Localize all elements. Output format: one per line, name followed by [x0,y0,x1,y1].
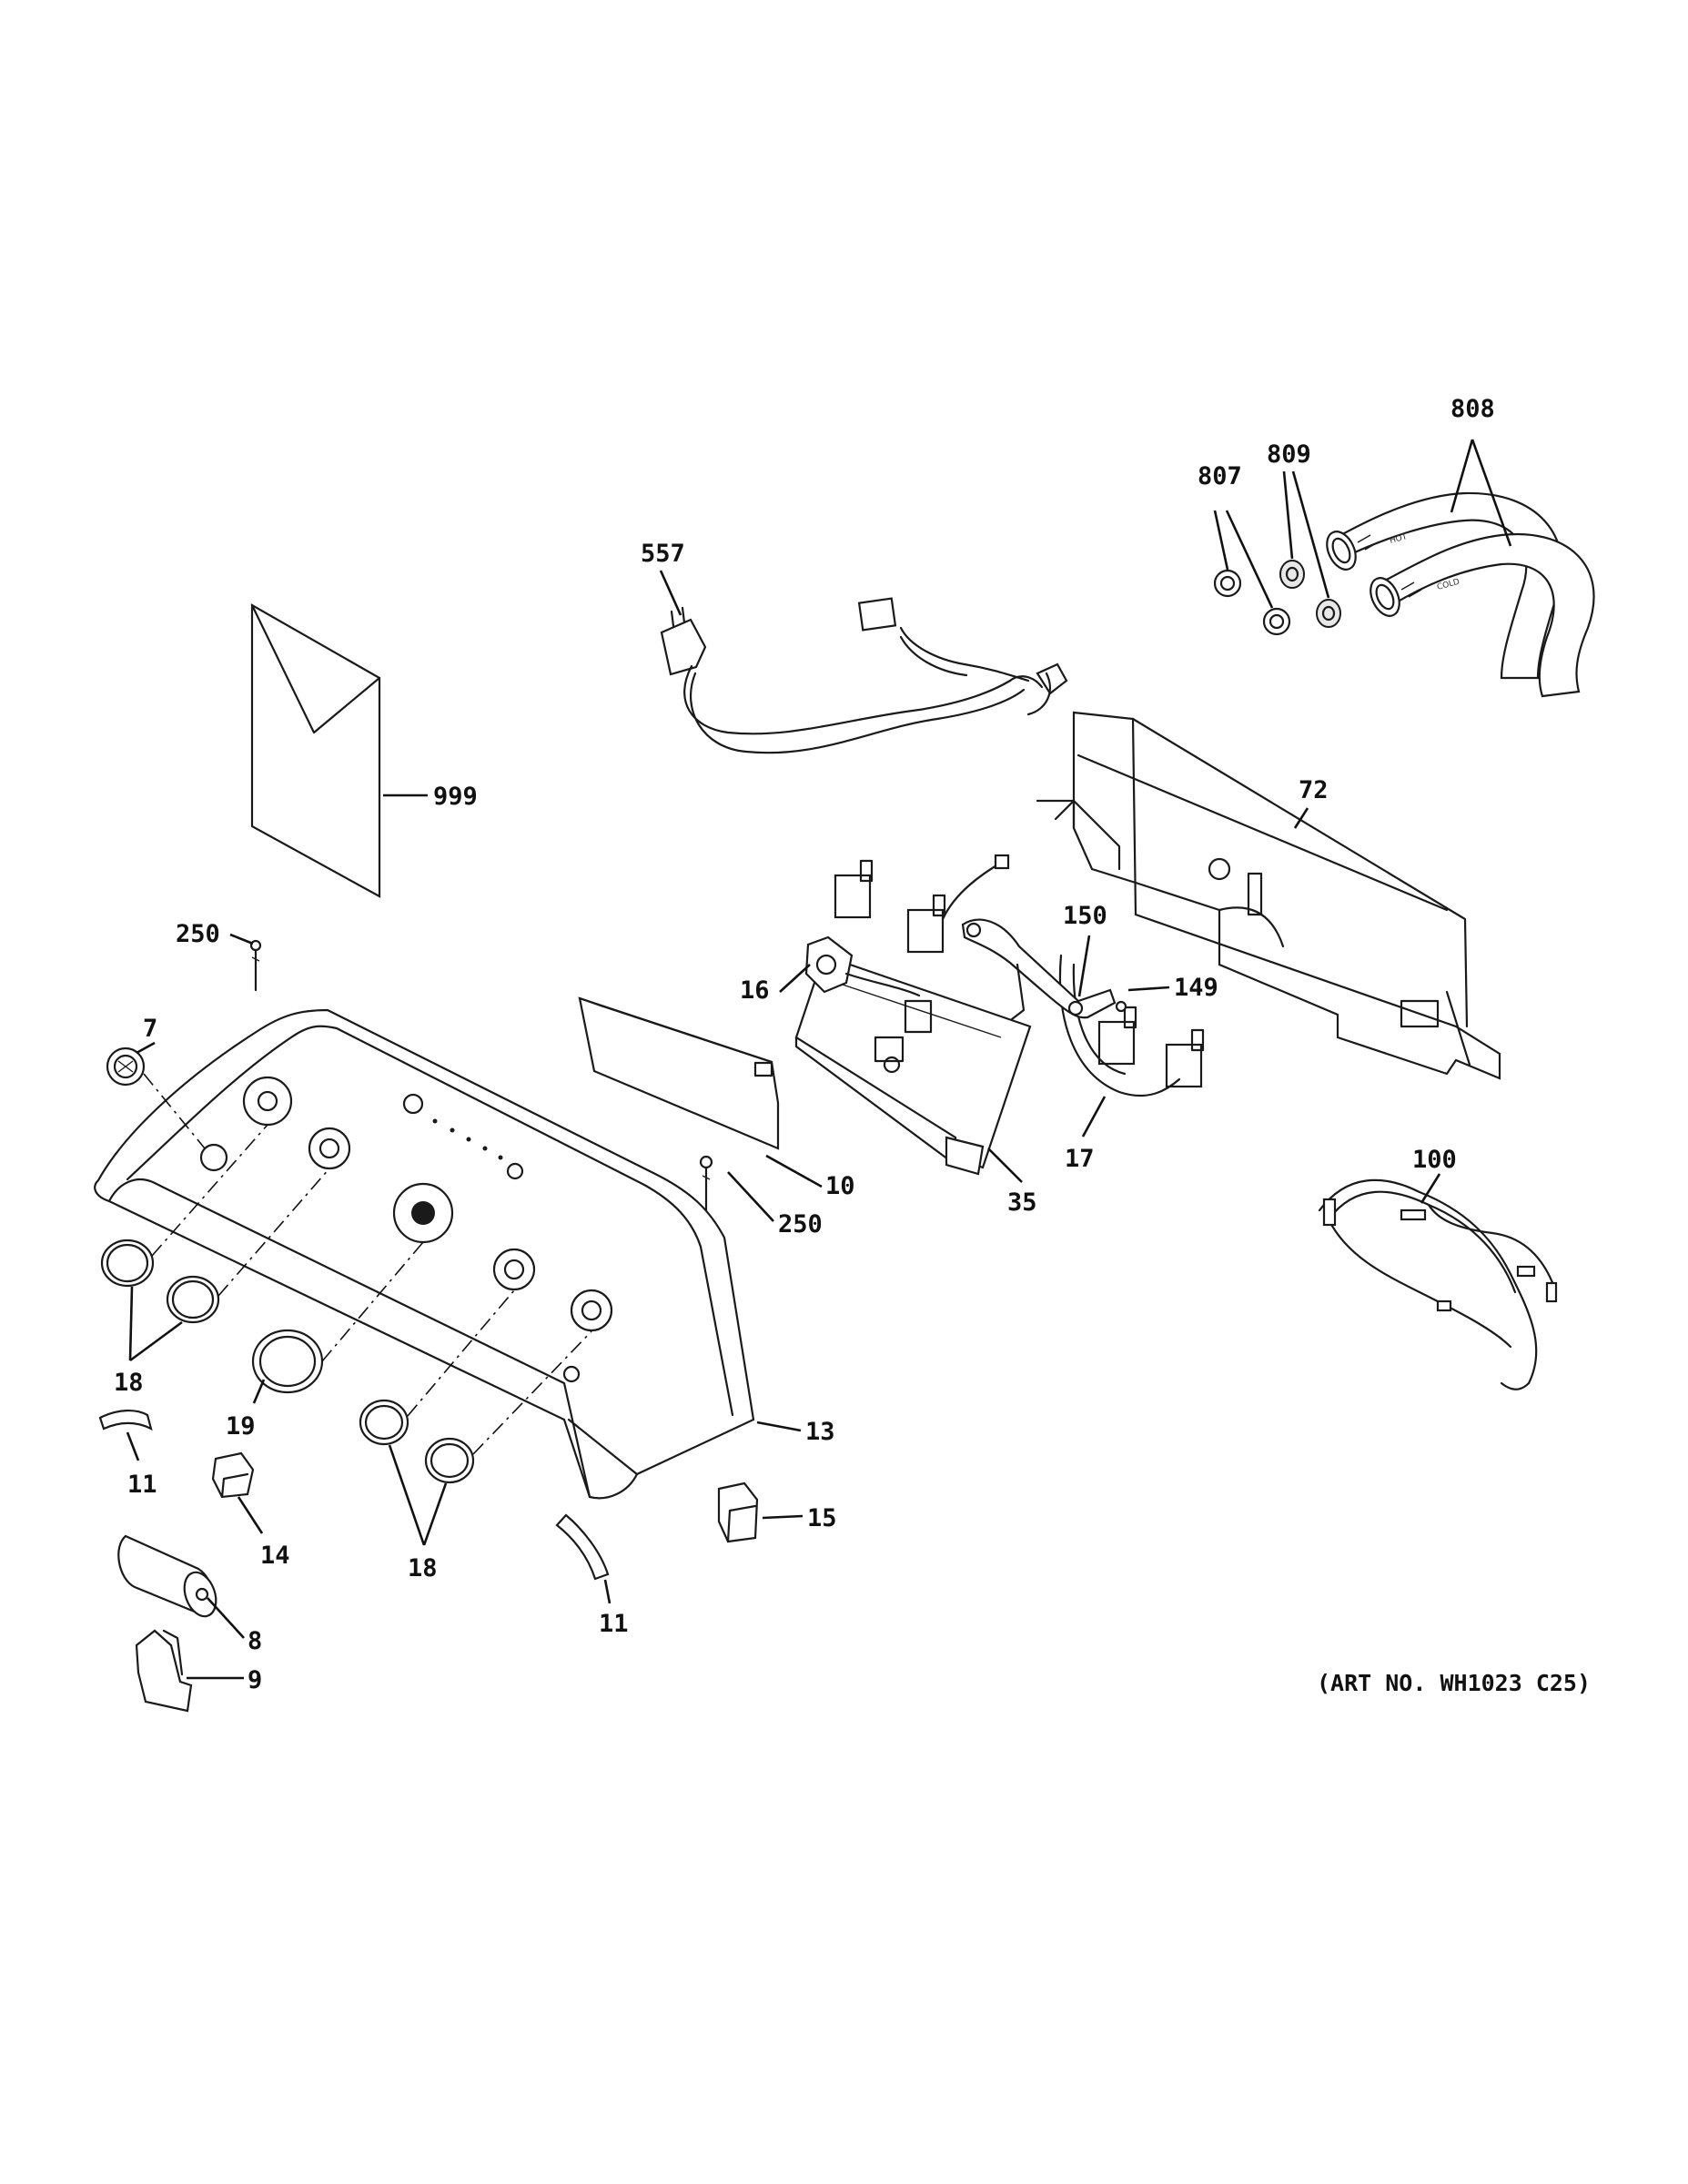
callout-35: 35 [1007,1188,1037,1217]
hot-hose-label: HOT [1389,532,1409,546]
part-15-clip [717,1481,759,1543]
callout-17: 17 [1065,1145,1095,1173]
callout-10: 10 [825,1172,855,1200]
callout-557: 557 [641,540,685,568]
callout-7: 7 [143,1015,157,1043]
art-number: (ART NO. WH1023 C25) [1317,1670,1591,1696]
part-11-trim-left [98,1410,153,1431]
part-557-power-cord [660,597,1068,754]
callout-14: 14 [260,1542,290,1570]
part-13-control-panel [94,1008,755,1500]
part-11-trim-right [555,1513,610,1581]
part-19-main-knob [251,1329,324,1394]
part-7-cap [106,1046,146,1087]
callout-18-right: 18 [408,1554,438,1582]
callout-150: 150 [1063,902,1107,930]
part-807-washers [1213,569,1291,636]
callout-149: 149 [1174,974,1218,1002]
callout-19: 19 [226,1412,256,1441]
part-250-screw-bottom [699,1155,713,1215]
callout-9: 9 [248,1666,262,1694]
part-9-bracket [135,1629,193,1713]
callout-100: 100 [1412,1146,1457,1174]
callout-250-bottom: 250 [778,1210,823,1239]
callout-18-left: 18 [114,1369,144,1397]
callout-807: 807 [1198,462,1242,490]
part-100-wire-harness [1318,1178,1558,1390]
callout-11-left: 11 [127,1471,157,1499]
part-72-bracket [1036,711,1501,1080]
part-16-connector [804,935,921,997]
part-149-screw [1115,1000,1127,1013]
part-150-linkage [961,918,1117,1021]
part-10-cover [578,996,780,1150]
callout-999: 999 [433,783,478,811]
part-250-screw-top [249,939,262,992]
part-14-clip [211,1451,255,1499]
callout-11-right: 11 [599,1610,629,1638]
part-809-screens [1279,560,1341,628]
part-8-capacitor [117,1534,217,1618]
part-18-knobs-left [100,1239,220,1324]
callout-250-top: 250 [176,920,220,948]
part-808-fill-hoses: HOT COLD [1326,491,1595,698]
callout-8: 8 [248,1627,262,1655]
part-999-literature [250,603,381,898]
part-18-knobs-right [359,1399,475,1484]
callout-72: 72 [1299,776,1329,804]
callout-809: 809 [1267,440,1311,469]
callout-15: 15 [807,1504,837,1532]
callout-808: 808 [1450,395,1495,423]
callout-16: 16 [740,976,770,1005]
callout-13: 13 [805,1418,835,1446]
